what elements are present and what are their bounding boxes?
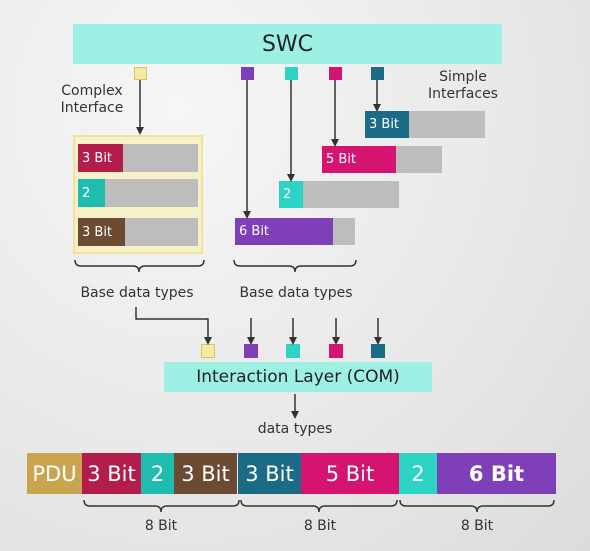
com-port-complex [201,344,215,358]
swc-port-6bit [241,67,254,80]
com-port-3bit [371,344,385,358]
simple-signal-3bit: 3 Bit [365,111,485,138]
complex-signal-3: 3 Bit [78,218,198,246]
complex-signal-1-fill: 3 Bit [78,144,123,172]
com-port-5bit [329,344,343,358]
swc-port-3bit [371,67,384,80]
simple-signal-6bit-fill: 6 Bit [235,218,333,245]
simple-interfaces-label: Simple Interfaces [418,69,508,103]
complex-signal-2-fill: 2 [78,179,105,207]
simple-interfaces-label-line-2: Interfaces [428,86,498,102]
com-port-6bit [244,344,258,358]
base-data-types-right: Base data types [239,285,353,301]
pdu-segment-3bit-a: 3 Bit [82,453,141,494]
complex-interface-label-line-1: Complex [61,83,123,99]
pdu-header: PDU [27,453,82,494]
swc-port-complex [134,67,147,80]
byte-brace-3 [399,499,555,513]
swc-port-2 [285,67,298,80]
pdu-segment-3bit-b: 3 Bit [174,453,237,494]
pdu-frame: PDU 3 Bit 2 3 Bit 3 Bit 5 Bit 2 6 Bit [27,453,556,494]
pdu-segment-5bit: 5 Bit [301,453,399,494]
pdu-segment-6bit: 6 Bit [437,453,556,494]
interaction-layer-com: Interaction Layer (COM) [164,362,432,392]
simple-signal-2-fill: 2 [279,181,303,208]
brace-right [233,259,357,273]
data-types-label: data types [257,421,333,437]
brace-left [74,259,205,273]
complex-signal-3-fill: 3 Bit [78,218,125,246]
byte-label-3: 8 Bit [460,518,494,534]
swc-block: SWC [73,24,502,64]
base-data-types-left: Base data types [80,285,194,301]
complex-interface-label: Complex Interface [52,83,132,117]
complex-signal-2: 2 [78,179,198,207]
simple-signal-5bit: 5 Bit [322,146,442,173]
byte-brace-2 [240,499,398,513]
complex-interface-label-line-2: Interface [60,100,124,116]
byte-label-2: 8 Bit [303,518,337,534]
arrow-complex-to-com [135,307,212,345]
complex-signal-1: 3 Bit [78,144,198,172]
com-port-2 [286,344,300,358]
pdu-segment-2-b: 2 [399,453,437,494]
simple-signal-3bit-fill: 3 Bit [365,111,409,138]
byte-label-1: 8 Bit [144,518,178,534]
simple-signal-2: 2 [279,181,399,208]
pdu-segment-2-a: 2 [141,453,174,494]
simple-signal-6bit: 6 Bit [235,218,355,245]
swc-port-5bit [329,67,342,80]
byte-brace-1 [83,499,240,513]
simple-interfaces-label-line-1: Simple [439,69,487,85]
simple-signal-5bit-fill: 5 Bit [322,146,396,173]
pdu-segment-3bit-c: 3 Bit [238,453,301,494]
